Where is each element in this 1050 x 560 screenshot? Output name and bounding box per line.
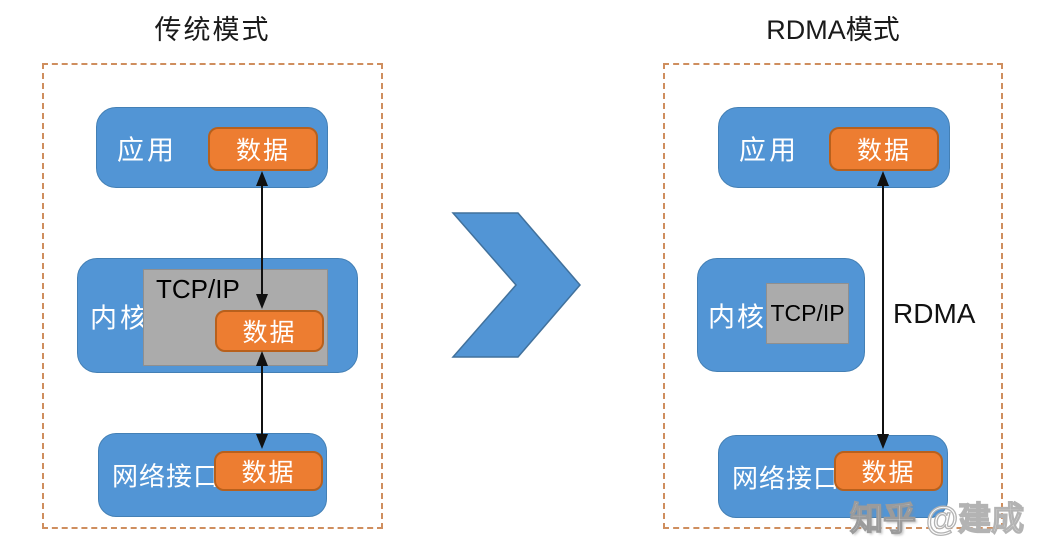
left-app-box: 应用 数据 <box>96 107 328 188</box>
right-panel-container <box>663 63 1003 529</box>
right-app-data-label: 数据 <box>856 138 911 165</box>
left-kernel-box: 内核 TCP/IP 数据 <box>77 258 358 373</box>
rdma-arrow-label: RDMA <box>893 298 976 329</box>
left-nic-data-label: 数据 <box>241 460 296 487</box>
left-panel-title: 传统模式 <box>154 15 271 45</box>
right-panel-title: RDMA模式 <box>766 15 900 45</box>
left-kernel-label: 内核 <box>90 303 150 333</box>
right-tcpip-label: TCP/IP <box>770 300 845 326</box>
right-nic-box: 网络接口 数据 <box>718 435 948 518</box>
left-tcpip-stack-box: TCP/IP 数据 <box>143 269 328 366</box>
left-app-data-label: 数据 <box>235 138 290 165</box>
right-nic-data-label: 数据 <box>861 460 916 487</box>
watermark-brand: 知乎 <box>849 499 916 537</box>
watermark-author: @建成 <box>925 499 1025 537</box>
right-app-data-box: 数据 <box>829 127 939 171</box>
transform-chevron-icon <box>451 212 581 358</box>
right-tcpip-stack-box: TCP/IP <box>766 283 849 344</box>
left-kernel-data-box: 数据 <box>215 310 324 352</box>
watermark: 知乎@建成 <box>849 492 1025 540</box>
left-nic-label: 网络接口 <box>112 462 221 492</box>
right-app-label: 应用 <box>739 135 799 165</box>
right-app-box: 应用 数据 <box>718 107 950 188</box>
left-app-data-box: 数据 <box>208 127 318 171</box>
left-app-label: 应用 <box>117 135 177 165</box>
right-kernel-label: 内核 <box>708 302 766 333</box>
right-nic-label: 网络接口 <box>732 464 841 493</box>
left-nic-box: 网络接口 数据 <box>98 433 327 517</box>
left-tcpip-label: TCP/IP <box>156 274 240 304</box>
left-panel-container <box>42 63 383 529</box>
left-kernel-data-label: 数据 <box>242 320 297 347</box>
right-nic-data-box: 数据 <box>834 451 943 491</box>
left-nic-data-box: 数据 <box>214 451 323 491</box>
right-kernel-box: 内核 TCP/IP <box>697 258 865 372</box>
